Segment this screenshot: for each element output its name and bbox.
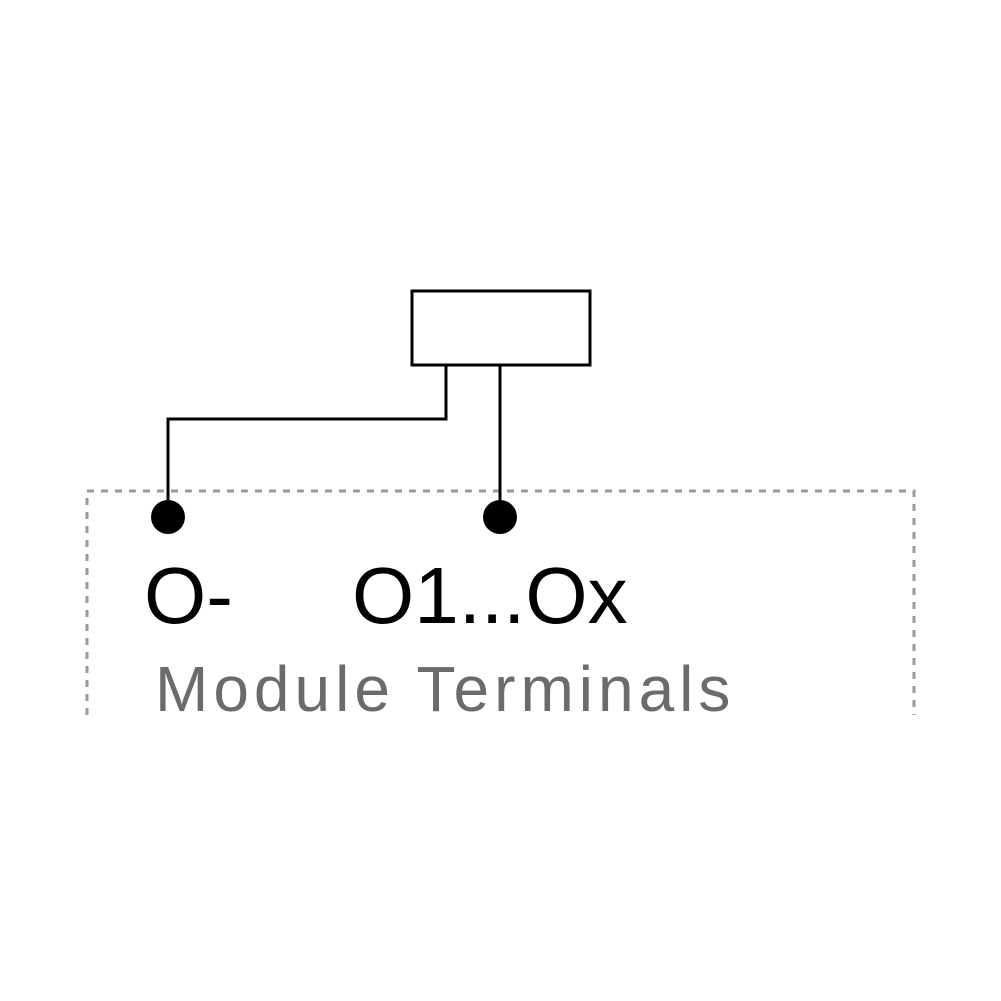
negative-terminal-dot — [151, 500, 185, 534]
module-boundary — [85, 489, 916, 715]
module-terminals-label: Module Terminals — [155, 653, 735, 725]
output-terminal-dot — [483, 500, 517, 534]
wire-to-negative-terminal — [166, 365, 448, 516]
output-terminals-label: O1...Ox — [352, 551, 628, 640]
negative-terminal-label: O- — [144, 551, 233, 640]
load-box — [410, 289, 592, 367]
